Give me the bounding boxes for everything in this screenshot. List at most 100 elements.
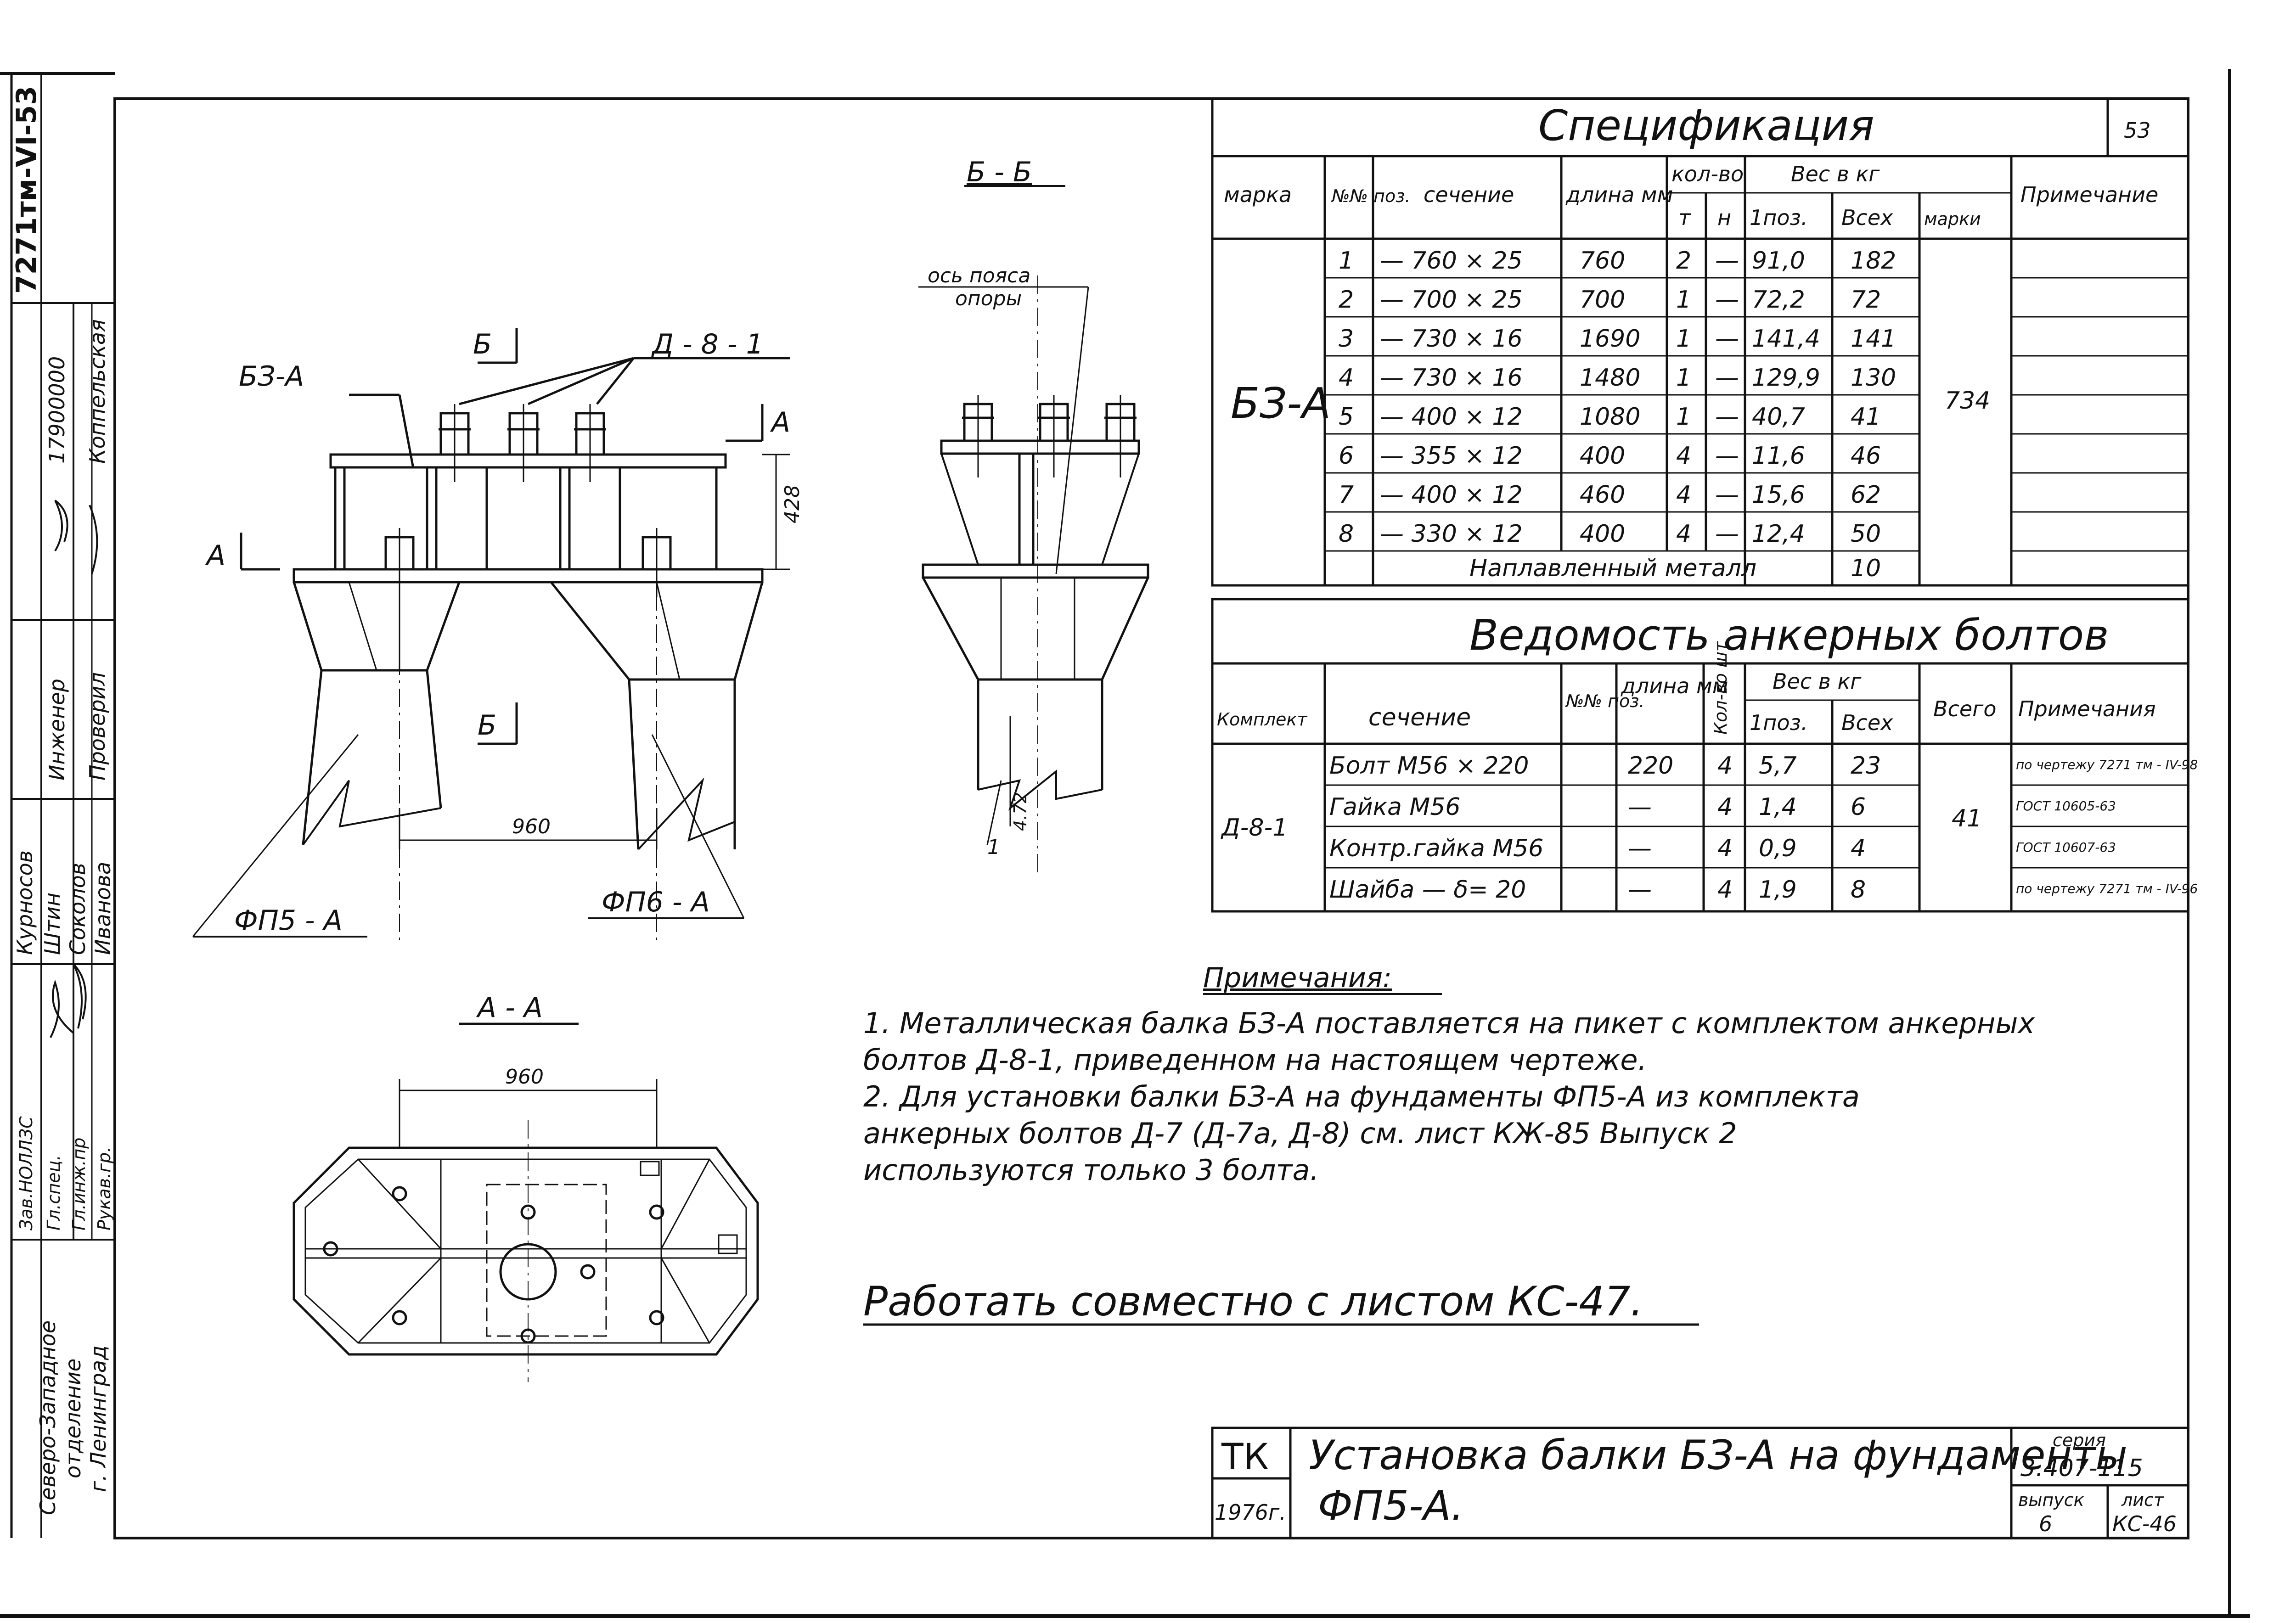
section-bb-view [918, 275, 1149, 872]
bolt-row-qty: 4 [1717, 752, 1733, 780]
spec-row-length: 1080 [1580, 403, 1640, 431]
spec-row-weight-all: 62 [1851, 481, 1881, 509]
notes-title: Примечания: [1203, 962, 1392, 994]
bolt-row-weight-all: 23 [1851, 752, 1881, 780]
spec-row-pos: 8 [1339, 520, 1354, 548]
spec-row-weight-one: 129,9 [1752, 364, 1820, 392]
notes-line-3: 2. Для установки балки БЗ-А на фундамент… [863, 1080, 1860, 1113]
bolts-title: Ведомость анкерных болтов [1469, 611, 2109, 660]
spec-row-section: — 730 × 16 [1380, 364, 1523, 392]
spec-row-pos: 4 [1339, 364, 1354, 392]
signature-2 [54, 500, 98, 574]
spec-row-qty-t: 4 [1676, 520, 1691, 548]
bolt-row-length: — [1628, 835, 1652, 862]
bolt-row-length: — [1628, 876, 1652, 904]
tk-label: ТК [1221, 1437, 1269, 1478]
notes-line-1: 1. Металлическая балка БЗ-А поставляется… [863, 1006, 2035, 1040]
bolt-row-length: 220 [1628, 752, 1673, 780]
spec-row-weight-all: 46 [1851, 442, 1881, 470]
spec-row-pos: 5 [1339, 403, 1354, 431]
spec-table [1211, 97, 2189, 587]
title-block [1211, 1426, 2189, 1539]
bolt-row-section: Гайка М56 [1329, 793, 1460, 821]
spec-mark: БЗ-А [1231, 379, 1331, 428]
spec-row-weight-one: 141,4 [1752, 325, 1820, 353]
spec-row-weight-one: 12,4 [1752, 520, 1805, 548]
bolt-row-weight-all: 8 [1851, 876, 1866, 904]
bolt-row-note: по чертежу 7271 тм - IV-96 [2016, 881, 2198, 896]
spec-row-qty-n: — [1715, 481, 1739, 509]
bolt-row-weight-all: 4 [1851, 835, 1866, 862]
stamp-role-2: Гл.инж.пр [69, 1138, 89, 1230]
spec-row-section: — 730 × 16 [1380, 325, 1523, 353]
bolt-row-weight-one: 5,7 [1759, 752, 1797, 780]
bolt-row-note: ГОСТ 10607-63 [2016, 840, 2116, 855]
spec-row-section: — 760 × 25 [1380, 247, 1523, 275]
bolts-total: 41 [1952, 805, 1982, 832]
bolt-row-section: Шайба — δ= 20 [1329, 876, 1526, 904]
spec-row-pos: 1 [1339, 247, 1354, 275]
spec-weld-label: Наплавленный металл [1469, 555, 1756, 582]
cut-label-a-right: А [770, 406, 790, 438]
spec-row-pos: 6 [1339, 442, 1354, 470]
bolt-row-weight-one: 0,9 [1759, 835, 1797, 862]
stamp-name-0: Курносов [12, 850, 37, 955]
issue-label: выпуск [2018, 1490, 2084, 1510]
spec-row-qty-n: — [1715, 442, 1739, 470]
spec-hdr-qty: кол-во [1671, 162, 1744, 186]
bolts-hdr-qty: Кол-во шт [1711, 640, 1731, 735]
signature-1 [50, 963, 87, 1038]
spec-row-qty-n: — [1715, 247, 1739, 275]
spec-hdr-note: Примечание [2020, 182, 2158, 207]
spec-row-weight-one: 15,6 [1752, 481, 1805, 509]
spec-row-qty-n: — [1715, 364, 1739, 392]
bolt-row-section: Болт М56 × 220 [1329, 752, 1529, 780]
section-bb-title: Б - Б [967, 156, 1032, 188]
spec-row-weight-one: 72,2 [1752, 286, 1805, 314]
spec-hdr-w-all: Всех [1841, 205, 1893, 230]
foundation-label-2: ФП6 - А [602, 886, 710, 918]
spec-row-section: — 355 × 12 [1380, 442, 1523, 470]
bolt-rows: Болт М56 × 220 220 4 5,7 23 по чертежу 7271 т… [1329, 752, 2198, 904]
bolt-row-qty: 4 [1717, 835, 1733, 862]
spec-row-qty-t: 2 [1676, 247, 1691, 275]
stamp-org-0: Северо-Западное [35, 1320, 60, 1515]
stamp-role-3: Рукав.гр. [94, 1147, 114, 1230]
bolts-hdr-length: длина мм [1621, 674, 1728, 698]
spec-row-pos: 3 [1339, 325, 1354, 353]
bolt-row-note: ГОСТ 10605-63 [2016, 798, 2116, 814]
work-together: Работать совместно с листом КС-47. [863, 1278, 1643, 1325]
project-code: 7271тм-VI-53 [11, 86, 43, 294]
spec-row-length: 400 [1580, 442, 1625, 470]
year-label: 1976г. [1215, 1500, 1286, 1525]
bolt-row-qty: 4 [1717, 793, 1733, 821]
spec-row-section: — 700 × 25 [1380, 286, 1523, 314]
slope-one: 1 [987, 836, 1000, 859]
spec-row-pos: 2 [1339, 286, 1354, 314]
spec-hdr-mark: марка [1224, 182, 1292, 207]
bolt-row-weight-one: 1,4 [1759, 793, 1797, 821]
bolts-hdr-total: Всего [1933, 696, 1996, 721]
bolt-row-weight-all: 6 [1851, 793, 1866, 821]
section-aa-title: А - А [476, 992, 543, 1024]
spec-weld-weight: 10 [1851, 555, 1881, 582]
bolts-hdr-set: Комплект [1217, 709, 1308, 730]
title-line-1: Установка балки БЗ-А на фундаменты [1309, 1432, 2127, 1479]
spec-row-qty-t: 1 [1676, 364, 1691, 392]
stamp-role-0: Зав.НОЛЛЗС [16, 1116, 36, 1230]
spec-row-qty-n: — [1715, 286, 1739, 314]
spec-hdr-qty-t: т [1678, 205, 1691, 230]
stamp-org-2: г. Ленинград [86, 1345, 111, 1492]
spec-row-qty-t: 1 [1676, 286, 1691, 314]
bolts-hdr-weight: Вес в кг [1773, 669, 1862, 694]
spec-row-qty-n: — [1715, 520, 1739, 548]
bolt-row-length: — [1628, 793, 1652, 821]
stamp-role-engineer: Инженер [45, 679, 69, 781]
axis-label-1: ось пояса [928, 264, 1030, 287]
spec-row-weight-all: 41 [1851, 403, 1881, 431]
spec-row-weight-all: 130 [1851, 364, 1896, 392]
bolts-hdr-note: Примечания [2018, 696, 2156, 721]
notes-line-2: болтов Д-8-1, приведенном на настоящем ч… [863, 1043, 1647, 1077]
stamp-name-3: Иванова [90, 862, 115, 955]
